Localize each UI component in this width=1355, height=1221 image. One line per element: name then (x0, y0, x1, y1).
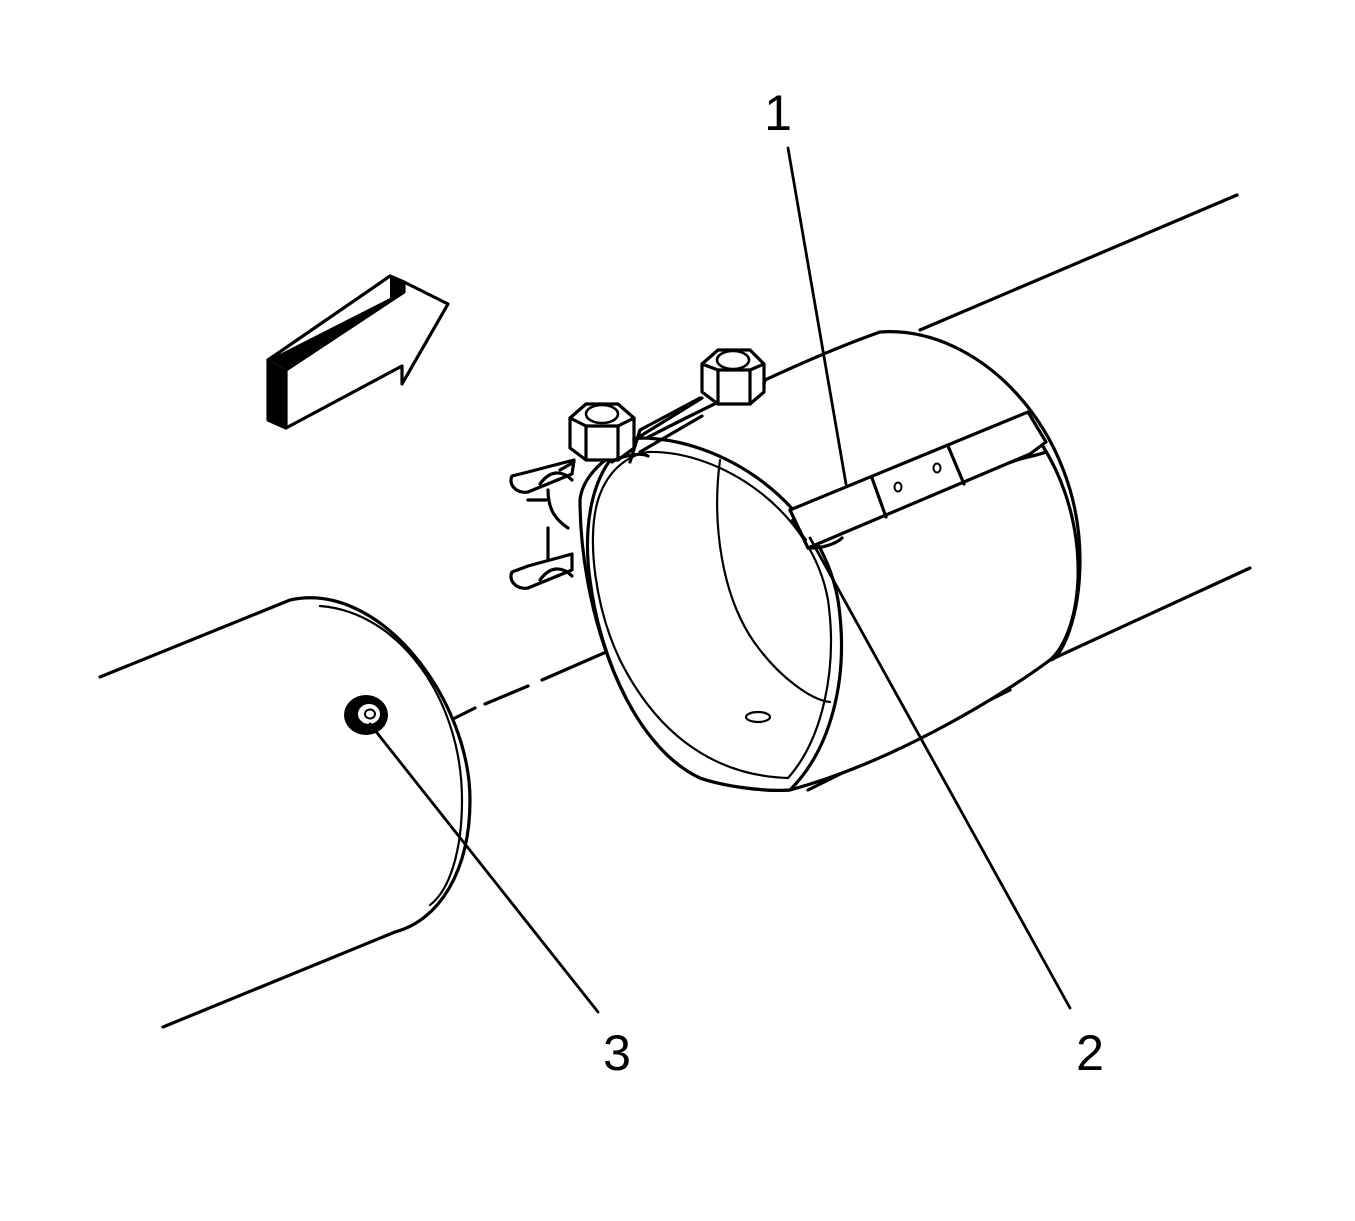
direction-arrow-icon (266, 274, 450, 430)
clamp-bolts (509, 348, 767, 590)
callout-1: 1 (764, 85, 792, 141)
callout-3: 3 (603, 1025, 631, 1081)
leader-line-1 (786, 146, 848, 486)
leader-lines (368, 146, 1072, 1014)
leader-line-2 (808, 536, 1072, 1010)
clamp-strap (788, 410, 1048, 550)
left-pipe (98, 596, 477, 1029)
leader-line-3 (368, 722, 600, 1014)
clamp-sleeve (578, 330, 1082, 792)
sensor-bung (344, 695, 388, 735)
callout-2: 2 (1076, 1025, 1104, 1081)
